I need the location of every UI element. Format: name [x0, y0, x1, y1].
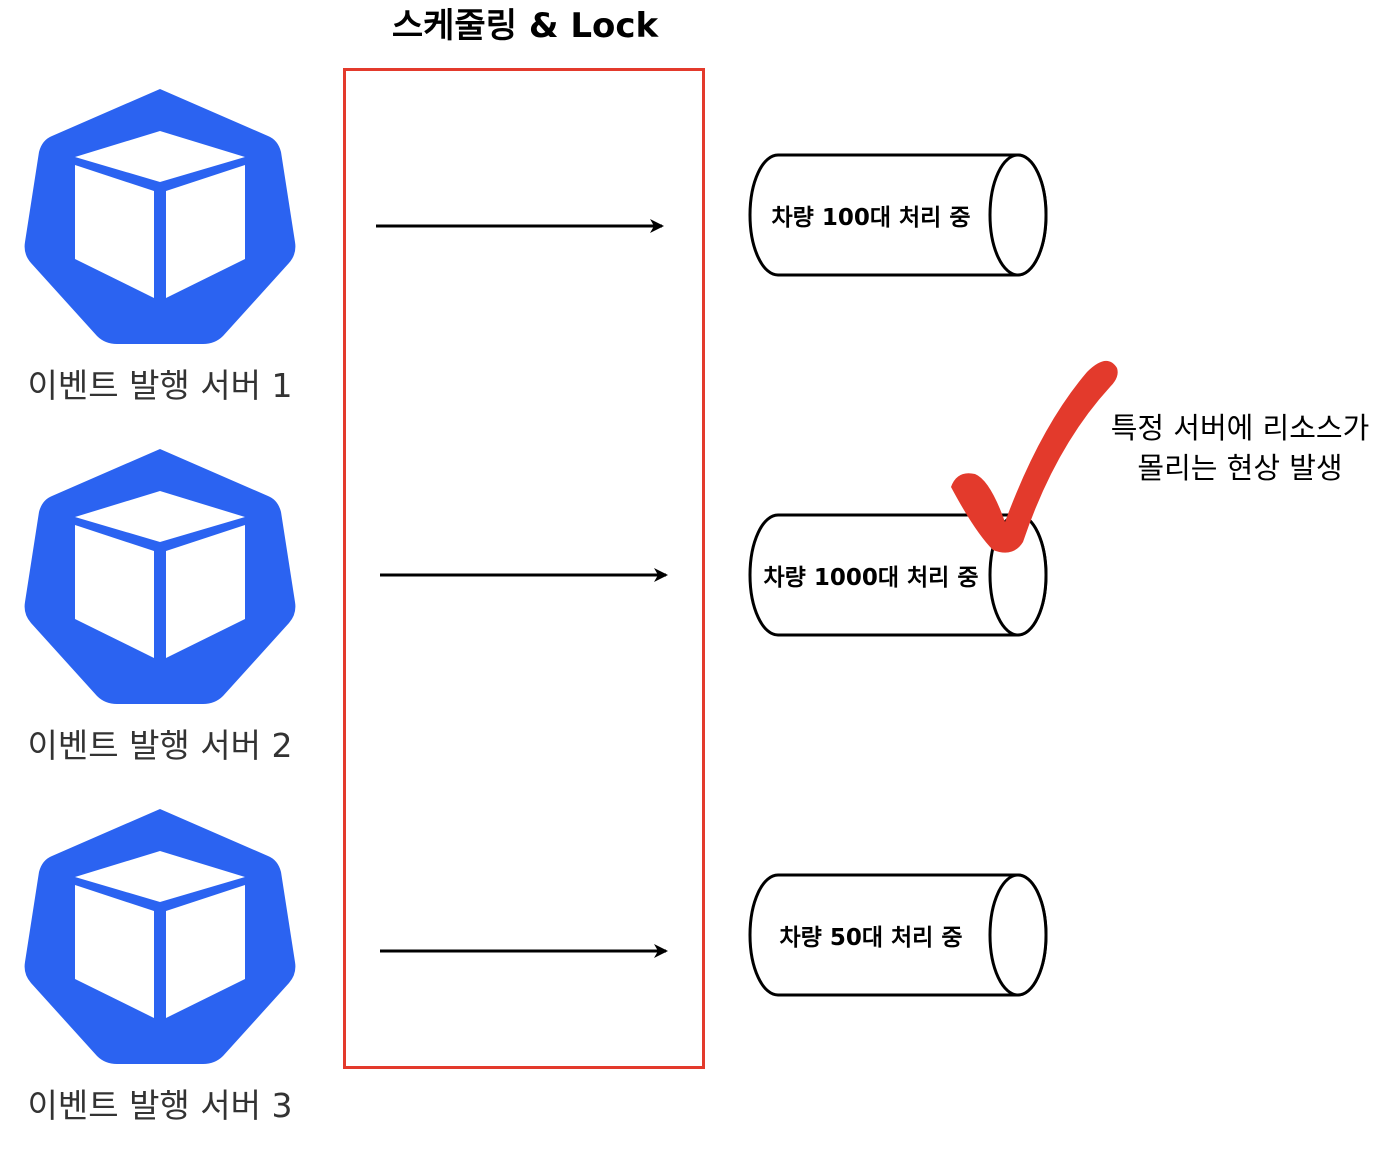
event-server-3: 이벤트 발행 서버 3 — [20, 804, 300, 1128]
server-label: 이벤트 발행 서버 1 — [27, 366, 293, 405]
overload-note: 특정 서버에 리소스가 몰리는 현상 발생 — [1095, 408, 1385, 488]
kubernetes-pod-icon — [23, 84, 297, 348]
server-label: 이벤트 발행 서버 2 — [27, 726, 293, 765]
queue-2: 차량 1000대 처리 중 — [746, 513, 1050, 637]
queue-label: 차량 1000대 처리 중 — [763, 565, 979, 591]
queue-label: 차량 50대 처리 중 — [779, 925, 963, 951]
event-server-1: 이벤트 발행 서버 1 — [20, 84, 300, 408]
queue-label: 차량 100대 처리 중 — [771, 205, 971, 231]
arrow-1 — [374, 212, 674, 240]
arrow-3 — [378, 937, 678, 965]
note-line-2: 몰리는 현상 발생 — [1137, 451, 1343, 485]
checkmark-icon — [945, 352, 1125, 566]
diagram-title: 스케줄링 & Lock — [391, 6, 659, 46]
kubernetes-pod-icon — [23, 804, 297, 1068]
kubernetes-pod-icon — [23, 444, 297, 708]
queue-3: 차량 50대 처리 중 — [746, 873, 1050, 997]
event-server-2: 이벤트 발행 서버 2 — [20, 444, 300, 768]
queue-1: 차량 100대 처리 중 — [746, 153, 1050, 277]
note-line-1: 특정 서버에 리소스가 — [1110, 411, 1370, 445]
arrow-2 — [378, 561, 678, 589]
server-label: 이벤트 발행 서버 3 — [27, 1086, 293, 1125]
scheduling-lock-box — [343, 68, 705, 1069]
